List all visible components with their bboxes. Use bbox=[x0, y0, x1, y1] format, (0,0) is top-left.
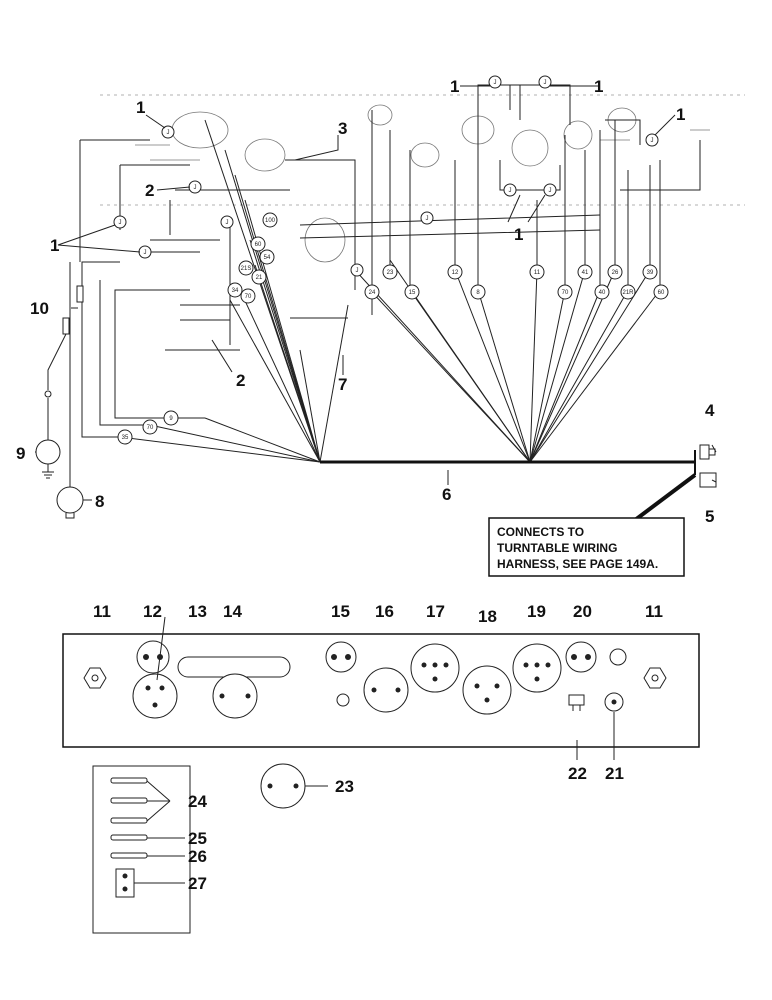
svg-text:J: J bbox=[426, 216, 429, 222]
svg-text:70: 70 bbox=[147, 425, 154, 431]
callout-21: 21 bbox=[605, 764, 624, 783]
turntable-note: CONNECTS TO TURNTABLE WIRING HARNESS, SE… bbox=[488, 517, 685, 577]
callout-1: 1 bbox=[514, 225, 523, 244]
svg-text:J: J bbox=[356, 268, 359, 274]
svg-text:J: J bbox=[226, 220, 229, 226]
svg-text:26: 26 bbox=[612, 270, 619, 276]
callout-3: 3 bbox=[338, 119, 347, 138]
svg-text:J: J bbox=[651, 138, 654, 144]
wire-junctions: J J J J J J J J J J J J bbox=[113, 75, 659, 277]
svg-text:54: 54 bbox=[264, 255, 271, 261]
svg-text:J: J bbox=[494, 80, 497, 86]
svg-text:J: J bbox=[544, 80, 547, 86]
callout-2: 2 bbox=[145, 181, 154, 200]
callout-16: 16 bbox=[375, 602, 394, 621]
svg-text:J: J bbox=[119, 220, 122, 226]
svg-text:100: 100 bbox=[265, 218, 276, 224]
callout-11: 11 bbox=[645, 602, 663, 621]
callout-17: 17 bbox=[426, 602, 445, 621]
callout-20: 20 bbox=[573, 602, 592, 621]
callout-13: 13 bbox=[188, 602, 207, 621]
svg-text:12: 12 bbox=[452, 270, 459, 276]
callout-23: 23 bbox=[335, 777, 354, 796]
svg-text:60: 60 bbox=[658, 290, 665, 296]
callout-leaders bbox=[35, 85, 717, 760]
svg-text:9: 9 bbox=[169, 416, 173, 422]
callout-1: 1 bbox=[136, 98, 145, 117]
svg-text:J: J bbox=[167, 130, 170, 136]
instrument-panel bbox=[62, 633, 700, 748]
callout-15: 15 bbox=[331, 602, 350, 621]
callout-5: 5 bbox=[705, 507, 714, 526]
svg-text:11: 11 bbox=[534, 270, 541, 276]
dashboard-outline bbox=[100, 94, 745, 263]
svg-text:60: 60 bbox=[255, 242, 262, 248]
hardware-box bbox=[92, 765, 191, 934]
svg-text:J: J bbox=[509, 188, 512, 194]
svg-text:40: 40 bbox=[599, 290, 606, 296]
note-line-2: TURNTABLE WIRING bbox=[497, 541, 617, 555]
note-line-3: HARNESS, SEE PAGE 149A. bbox=[497, 557, 658, 571]
callout-24: 24 bbox=[188, 792, 207, 811]
callout-1: 1 bbox=[450, 77, 459, 96]
svg-text:70: 70 bbox=[562, 290, 569, 296]
svg-text:15: 15 bbox=[409, 290, 416, 296]
svg-text:J: J bbox=[194, 185, 197, 191]
callout-12: 12 bbox=[143, 602, 162, 621]
note-line-1: CONNECTS TO bbox=[497, 525, 584, 539]
callout-labels: 1 1 1 1 1 1 2 2 3 4 5 6 7 8 9 10 11 11 1… bbox=[16, 77, 715, 893]
svg-text:39: 39 bbox=[647, 270, 654, 276]
callout-22: 22 bbox=[568, 764, 587, 783]
svg-text:21S: 21S bbox=[241, 266, 252, 272]
svg-text:23: 23 bbox=[387, 270, 394, 276]
upper-harness-wires bbox=[79, 84, 701, 522]
callout-8: 8 bbox=[95, 492, 104, 511]
callout-11: 11 bbox=[93, 602, 111, 621]
svg-text:J: J bbox=[549, 188, 552, 194]
svg-text:21: 21 bbox=[256, 275, 263, 281]
svg-text:35: 35 bbox=[122, 435, 129, 441]
light-8 bbox=[56, 486, 84, 514]
callout-27: 27 bbox=[188, 874, 207, 893]
callout-6: 6 bbox=[442, 485, 451, 504]
callout-9: 9 bbox=[16, 444, 25, 463]
svg-text:J: J bbox=[144, 250, 147, 256]
callout-14: 14 bbox=[223, 602, 242, 621]
svg-text:21R: 21R bbox=[622, 290, 634, 296]
callout-7: 7 bbox=[338, 375, 347, 394]
callout-10: 10 bbox=[30, 299, 49, 318]
harness-connectors bbox=[699, 444, 717, 488]
callout-19: 19 bbox=[527, 602, 546, 621]
callout-2: 2 bbox=[236, 371, 245, 390]
callout-26: 26 bbox=[188, 847, 207, 866]
callout-1: 1 bbox=[50, 236, 59, 255]
svg-text:34: 34 bbox=[232, 288, 239, 294]
svg-text:24: 24 bbox=[369, 290, 376, 296]
callout-18: 18 bbox=[478, 607, 497, 626]
svg-text:41: 41 bbox=[582, 270, 589, 276]
connector-23 bbox=[260, 763, 328, 809]
callout-4: 4 bbox=[705, 401, 715, 420]
wire-number-tags: 100 60 54 21S 21 34 70 9 70 35 24 23 15 … bbox=[117, 212, 669, 445]
callout-1: 1 bbox=[676, 105, 685, 124]
callout-1: 1 bbox=[594, 77, 603, 96]
light-9 bbox=[35, 439, 61, 465]
callout-25: 25 bbox=[188, 829, 207, 848]
svg-text:8: 8 bbox=[476, 290, 480, 296]
svg-text:70: 70 bbox=[245, 294, 252, 300]
